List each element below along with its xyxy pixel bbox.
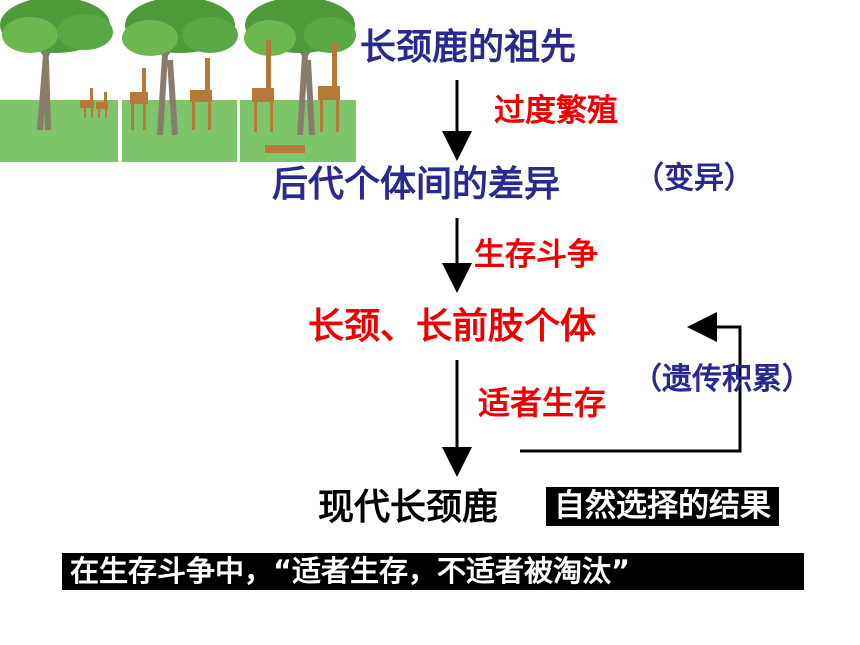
node-ancestor: 长颈鹿的祖先 [360, 27, 577, 68]
edge-label-struggle: 生存斗争 [474, 237, 598, 273]
panel-long-neck-giraffes [240, 0, 356, 162]
feedback-loop-arrow [520, 312, 742, 453]
panel-short-neck-giraffes [0, 0, 118, 162]
node-variation: 后代个体间的差异 [272, 164, 561, 205]
edge-label-survival: 适者生存 [478, 384, 607, 422]
panel-medium-neck-giraffes [122, 0, 238, 162]
giraffe-evolution-illustration [0, 0, 356, 162]
conclusion-banner: 在生存斗争中，“适者生存，不适者被淘汰” [62, 553, 804, 590]
edge-label-overbreeding: 过度繁殖 [494, 93, 618, 129]
node-modern: 现代长颈鹿 [318, 487, 499, 528]
node-variation-note: （变异） [634, 161, 754, 196]
edge-label-accumulation: （遗传积累） [632, 362, 812, 397]
node-long-neck: 长颈、长前肢个体 [308, 306, 597, 347]
result-label: 自然选择的结果 [546, 487, 779, 526]
